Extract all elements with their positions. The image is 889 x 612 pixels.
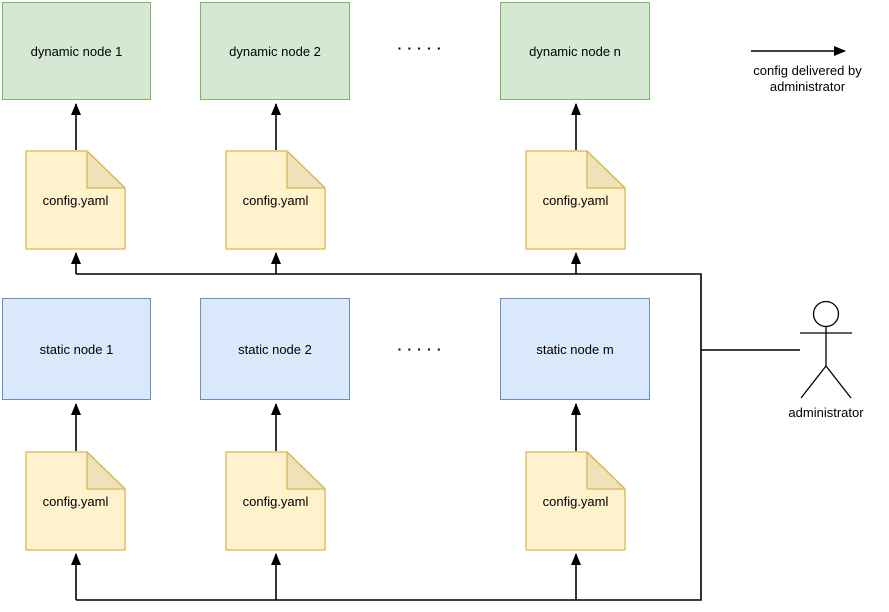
config-distribution-bus [76,273,702,601]
dynamic-node-n-box: dynamic node n [500,2,650,100]
config-file-static-m: config.yaml [525,451,626,551]
actor-head [812,300,840,328]
ellipsis-dynamic-row: ▪▪▪▪▪ [398,44,448,53]
static-node-1-box: static node 1 [2,298,151,400]
legend-label: config delivered by administrator [753,63,862,94]
static-node-m-box: static node m [500,298,650,400]
ellipsis-static-row: ▪▪▪▪▪ [398,345,448,354]
administrator-actor-icon [800,300,852,399]
dynamic-node-n-label: dynamic node n [529,43,621,59]
note-icon [225,150,326,250]
static-node-2-label: static node 2 [238,341,312,357]
note-icon [525,150,626,250]
dynamic-node-1-box: dynamic node 1 [2,2,151,100]
config-file-label: config.yaml [542,493,609,509]
config-file-static-2: config.yaml [225,451,326,551]
actor-right-leg [825,365,852,399]
actor-left-leg [800,365,827,399]
static-node-1-label: static node 1 [39,341,114,357]
dynamic-node-1-label: dynamic node 1 [30,43,123,59]
config-file-label: config.yaml [42,192,109,208]
config-file-label: config.yaml [42,493,109,509]
note-icon [25,150,126,250]
note-icon [225,451,326,551]
config-file-dynamic-1: config.yaml [25,150,126,250]
dynamic-node-2-box: dynamic node 2 [200,2,350,100]
config-file-label: config.yaml [242,493,309,509]
static-node-2-box: static node 2 [200,298,350,400]
config-file-label: config.yaml [242,192,309,208]
note-icon [25,451,126,551]
config-file-dynamic-n: config.yaml [525,150,626,250]
administrator-label: administrator [788,405,864,420]
config-file-static-1: config.yaml [25,451,126,551]
config-file-label: config.yaml [542,192,609,208]
static-node-m-label: static node m [536,341,614,357]
dynamic-node-2-label: dynamic node 2 [229,43,321,59]
config-file-dynamic-2: config.yaml [225,150,326,250]
note-icon [525,451,626,551]
